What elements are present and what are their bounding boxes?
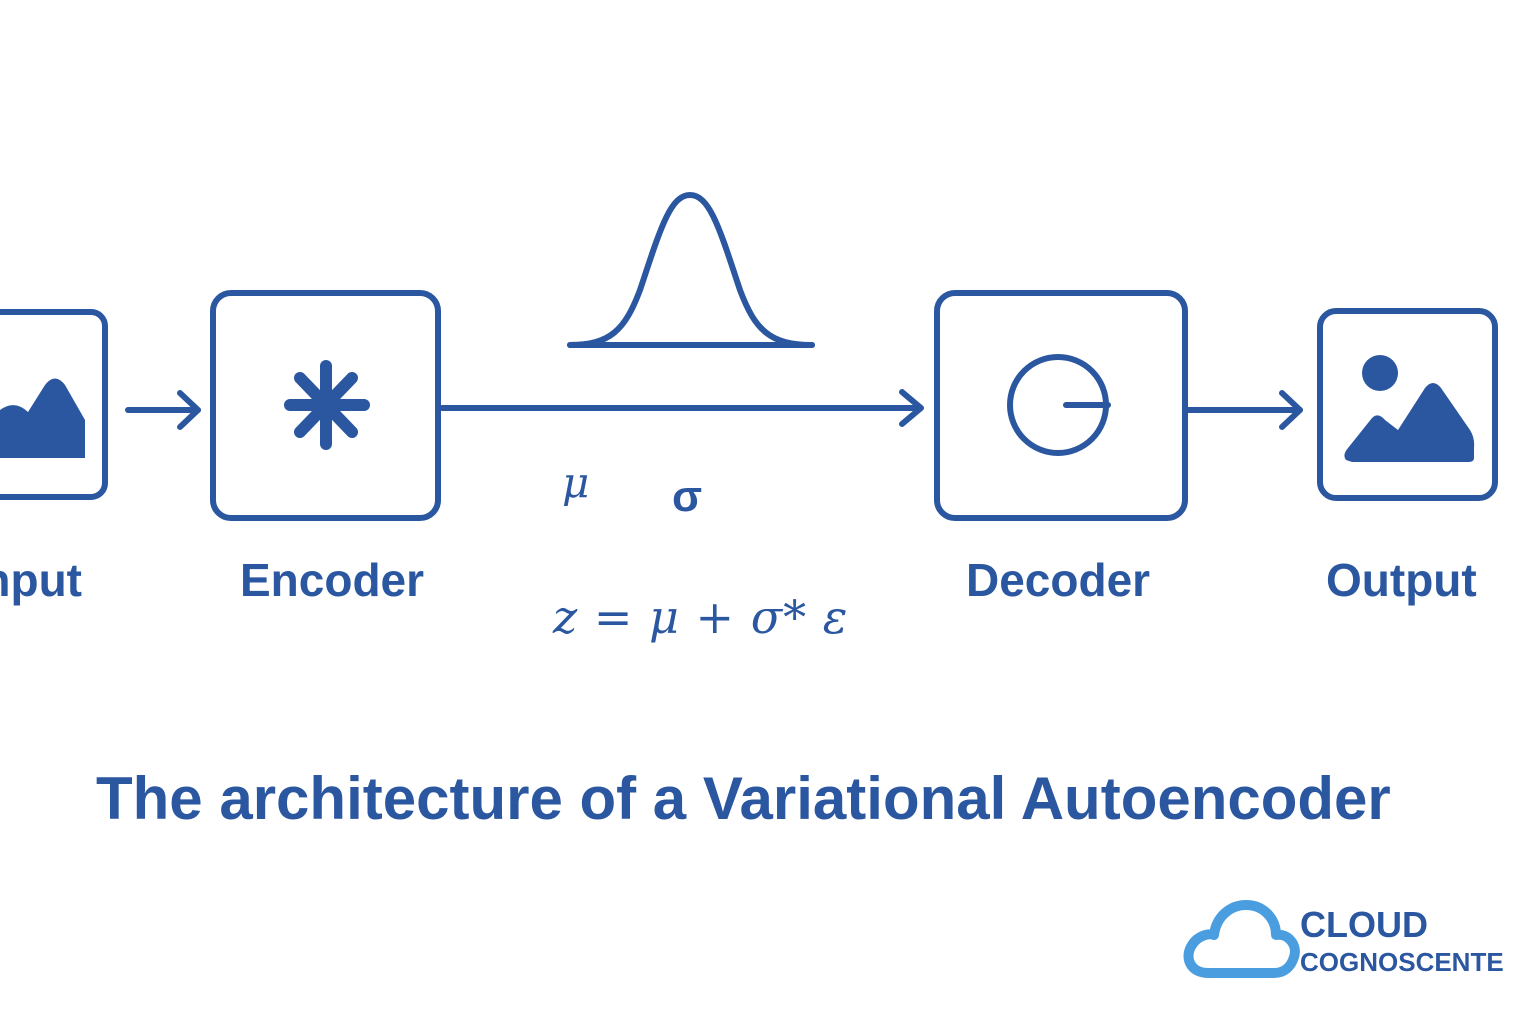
input-label: Input [0,554,82,606]
logo [1183,900,1300,978]
logo-text-cloud: CLOUD [1300,904,1428,945]
image-icon [0,378,85,458]
image-icon [1344,355,1475,462]
decoder-box [934,290,1188,521]
arrowhead-decoder-output [1279,390,1303,430]
reparameterization-formula: z = μ + σ* ε [553,590,849,644]
logo-text-cognoscente: COGNOSCENTE [1300,947,1504,977]
encoder-node [210,290,441,521]
cloud-icon [1183,900,1300,978]
decoder-node [934,290,1188,521]
output-box [1317,308,1498,501]
input-node [0,309,108,500]
asterisk-icon [284,360,370,450]
encoder-label: Encoder [240,554,425,606]
arrowhead-encoder-decoder [899,389,924,427]
circle-gauge-icon [1007,354,1111,456]
diagram-caption: The architecture of a Variational Autoen… [96,765,1391,832]
input-box [0,309,108,500]
arrowhead-input-encoder [177,390,201,430]
output-node [1317,308,1498,501]
decoder-label: Decoder [966,554,1151,606]
sigma-label: σ [672,472,703,521]
gaussian-curve-icon [567,191,815,348]
encoder-box [210,290,441,521]
mu-label: μ [562,458,590,507]
output-label: Output [1326,554,1477,606]
